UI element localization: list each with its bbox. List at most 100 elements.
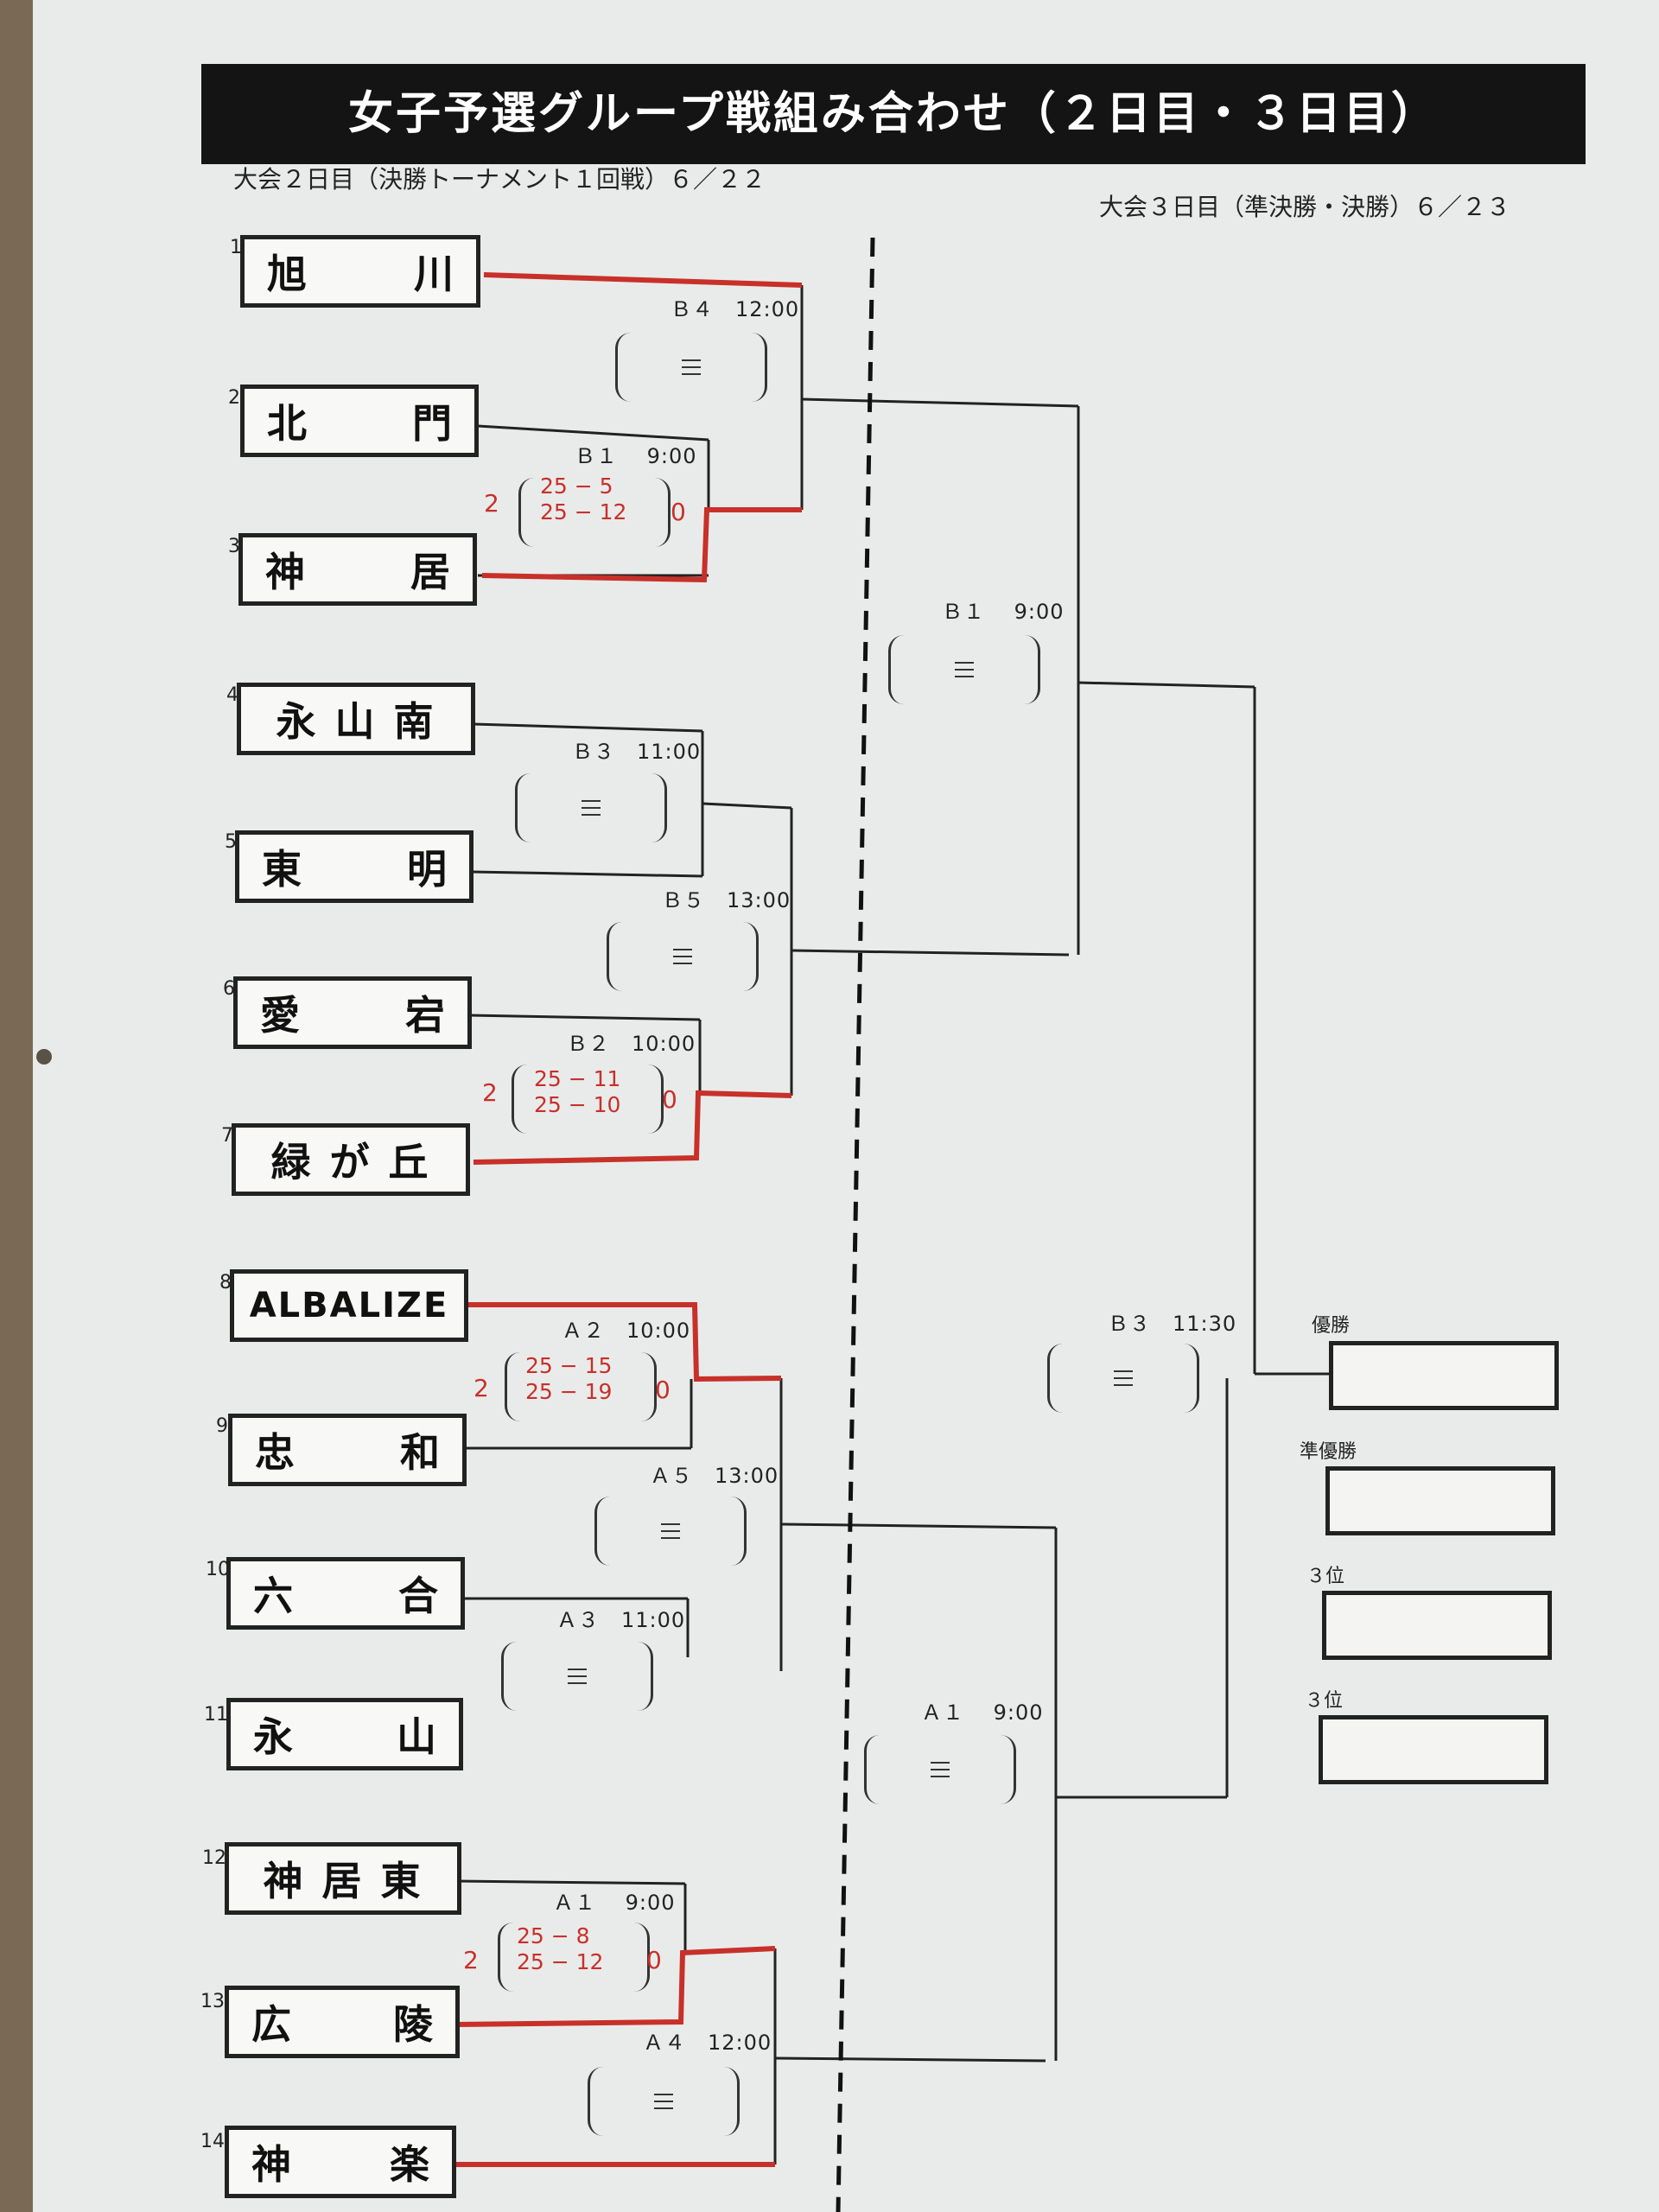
match-label: Ｂ３ 11:00 bbox=[572, 740, 702, 764]
team-seed: 8 bbox=[219, 1272, 232, 1294]
score-box bbox=[888, 635, 1040, 704]
team-name-part: 永 bbox=[253, 1713, 293, 1760]
score-set1: 25 − 15 bbox=[525, 1353, 613, 1378]
day3-label: 大会３日目（準決勝・決勝）６／２３ bbox=[1099, 193, 1511, 221]
score-box bbox=[512, 1065, 664, 1134]
team-name-part: 山 bbox=[397, 1713, 436, 1760]
team-name-part: 東 bbox=[262, 846, 302, 893]
team-box-kamui: 神 居 bbox=[238, 533, 477, 606]
team-name-part: 神 bbox=[251, 2141, 291, 2188]
score-dash bbox=[673, 963, 692, 964]
team-box-chuwa: 忠 和 bbox=[228, 1414, 467, 1486]
score-box bbox=[518, 478, 671, 547]
match-label: Ａ５ 13:00 bbox=[650, 1464, 779, 1488]
score-sets-won-right: 0 bbox=[662, 1085, 677, 1114]
match-label: Ｂ３ 11:30 bbox=[1108, 1312, 1237, 1336]
score-set1: 25 − 8 bbox=[517, 1923, 590, 1948]
team-seed: 9 bbox=[216, 1415, 228, 1437]
score-dash bbox=[568, 1682, 587, 1684]
team-name: ALBALIZE bbox=[249, 1286, 449, 1325]
score-dash bbox=[661, 1523, 680, 1525]
rank-label-third: ３位 bbox=[1306, 1566, 1345, 1587]
team-name-part: 居 bbox=[410, 549, 450, 595]
match-label: Ｂ１ 9:00 bbox=[575, 444, 697, 468]
match-label: Ｂ５ 13:00 bbox=[662, 888, 791, 912]
score-sets-won-left: 2 bbox=[484, 489, 499, 518]
match-label: Ａ１ 9:00 bbox=[921, 1700, 1044, 1725]
team-name-part: 門 bbox=[412, 400, 452, 447]
score-dash bbox=[673, 956, 692, 957]
match-label: Ｂ４ 12:00 bbox=[671, 297, 800, 321]
page-title: 女子予選グループ戦組み合わせ（２日目・３日目） bbox=[201, 64, 1586, 164]
team-seed: 10 bbox=[206, 1559, 230, 1580]
match-label: Ａ３ 11:00 bbox=[556, 1608, 686, 1632]
team-box-toumei: 東 明 bbox=[235, 830, 474, 903]
score-dash bbox=[931, 1769, 950, 1770]
team-seed: 1 bbox=[230, 237, 242, 258]
team-name-part: 忠 bbox=[255, 1429, 295, 1476]
score-set1: 25 − 5 bbox=[540, 474, 613, 499]
pin-hole bbox=[36, 1049, 52, 1065]
team-seed: 6 bbox=[223, 978, 235, 1000]
score-dash bbox=[931, 1762, 950, 1764]
runner-up-box bbox=[1325, 1466, 1555, 1535]
match-label: Ａ１ 9:00 bbox=[553, 1891, 676, 1915]
team-name-part: 楽 bbox=[390, 2141, 429, 2188]
team-seed: 7 bbox=[221, 1125, 233, 1147]
match-label: Ａ４ 12:00 bbox=[643, 2031, 772, 2055]
team-seed: 13 bbox=[200, 1991, 225, 2012]
score-box bbox=[615, 333, 767, 402]
score-dash bbox=[654, 2094, 673, 2095]
score-set2: 25 − 12 bbox=[517, 1949, 604, 1974]
team-seed: 12 bbox=[202, 1847, 226, 1869]
match-label: Ａ２ 10:00 bbox=[562, 1319, 691, 1343]
rank-label-third: ３位 bbox=[1305, 1690, 1344, 1712]
match-label: Ｂ１ 9:00 bbox=[942, 600, 1065, 624]
team-seed: 5 bbox=[225, 831, 237, 853]
score-box bbox=[594, 1497, 747, 1566]
score-box bbox=[607, 922, 759, 991]
score-dash bbox=[1114, 1370, 1133, 1372]
team-box-kouryou: 広 陵 bbox=[225, 1986, 460, 2058]
day2-label: 大会２日目（決勝トーナメント１回戦）６／２２ bbox=[233, 165, 766, 194]
score-dash bbox=[955, 662, 974, 664]
score-dash bbox=[661, 1537, 680, 1539]
score-sets-won-left: 2 bbox=[463, 1946, 479, 1974]
team-box-atago: 愛 宕 bbox=[233, 976, 472, 1049]
team-name-part: 合 bbox=[398, 1573, 438, 1619]
team-seed: 14 bbox=[200, 2131, 225, 2152]
score-dash bbox=[931, 1776, 950, 1777]
score-dash bbox=[673, 949, 692, 950]
team-seed: 2 bbox=[228, 387, 240, 409]
team-seed: 11 bbox=[204, 1704, 228, 1726]
score-dash bbox=[661, 1530, 680, 1532]
score-dash bbox=[1114, 1384, 1133, 1386]
team-name-part: 神 bbox=[265, 549, 305, 595]
team-name-part: 旭 bbox=[267, 251, 307, 297]
score-dash bbox=[582, 800, 601, 802]
score-box bbox=[505, 1352, 657, 1421]
score-dash bbox=[955, 669, 974, 671]
score-sets-won-right: 0 bbox=[655, 1376, 671, 1404]
team-name-part: 六 bbox=[253, 1573, 293, 1619]
third-place-box bbox=[1319, 1715, 1548, 1784]
match-label: Ｂ２ 10:00 bbox=[567, 1032, 696, 1056]
winner-box bbox=[1329, 1341, 1559, 1410]
team-name-part: 明 bbox=[407, 846, 447, 893]
team-box-nagayama: 永 山 bbox=[226, 1698, 463, 1770]
team-box-nagayama-minami: 永 山 南 bbox=[237, 683, 475, 755]
score-dash bbox=[582, 807, 601, 809]
score-set1: 25 − 11 bbox=[534, 1066, 621, 1091]
score-sets-won-right: 0 bbox=[671, 498, 686, 526]
score-sets-won-left: 2 bbox=[474, 1374, 489, 1402]
score-sets-won-right: 0 bbox=[646, 1946, 662, 1974]
team-box-asahikawa: 旭 川 bbox=[240, 235, 480, 308]
score-sets-won-left: 2 bbox=[482, 1078, 498, 1107]
score-box bbox=[501, 1642, 653, 1711]
rank-label-runner-up: 準優勝 bbox=[1300, 1441, 1357, 1463]
third-place-box bbox=[1322, 1591, 1552, 1660]
team-box-kagura: 神 楽 bbox=[225, 2126, 456, 2198]
score-set2: 25 − 12 bbox=[540, 499, 627, 524]
score-box bbox=[1047, 1344, 1199, 1413]
